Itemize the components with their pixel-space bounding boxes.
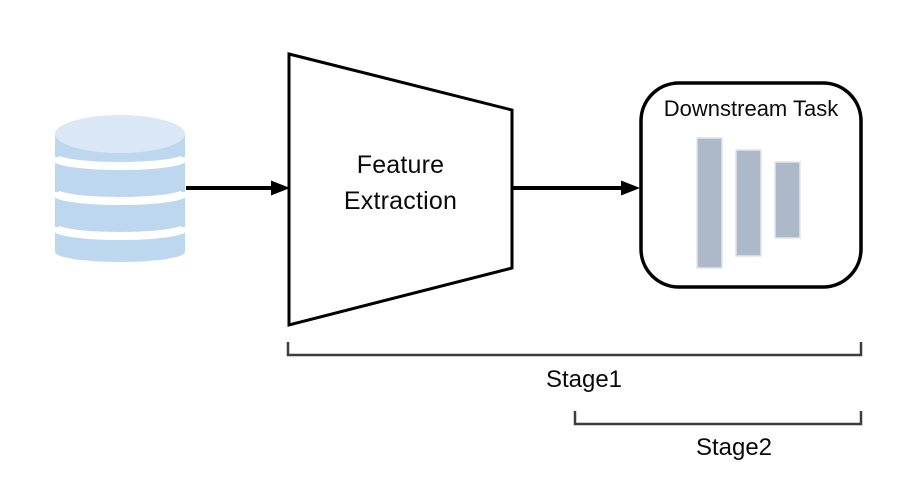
stage2-bracket [573, 411, 863, 426]
bar [735, 149, 762, 257]
arrow-db-to-feature-head [271, 180, 290, 196]
bar [696, 137, 723, 269]
feature-extraction-shape [287, 52, 514, 327]
arrow-feature-to-task-head [621, 180, 640, 196]
bar-chart-icon [696, 137, 801, 269]
arrow-feature-to-task [513, 180, 640, 196]
database-gap-2 [51, 189, 189, 205]
arrow-db-to-feature [186, 180, 290, 196]
database-top-ellipse [55, 115, 185, 153]
database-gap-1 [51, 154, 189, 170]
database-gap-3 [51, 224, 189, 240]
bar [774, 161, 801, 239]
feature-extraction-label: Feature Extraction [343, 151, 458, 215]
downstream-task-label: Downstream Task [663, 96, 839, 121]
stage1-label: Stage1 [545, 366, 623, 393]
database-icon [51, 115, 189, 262]
stage2-label: Stage2 [695, 434, 773, 461]
stage1-bracket [286, 342, 863, 357]
